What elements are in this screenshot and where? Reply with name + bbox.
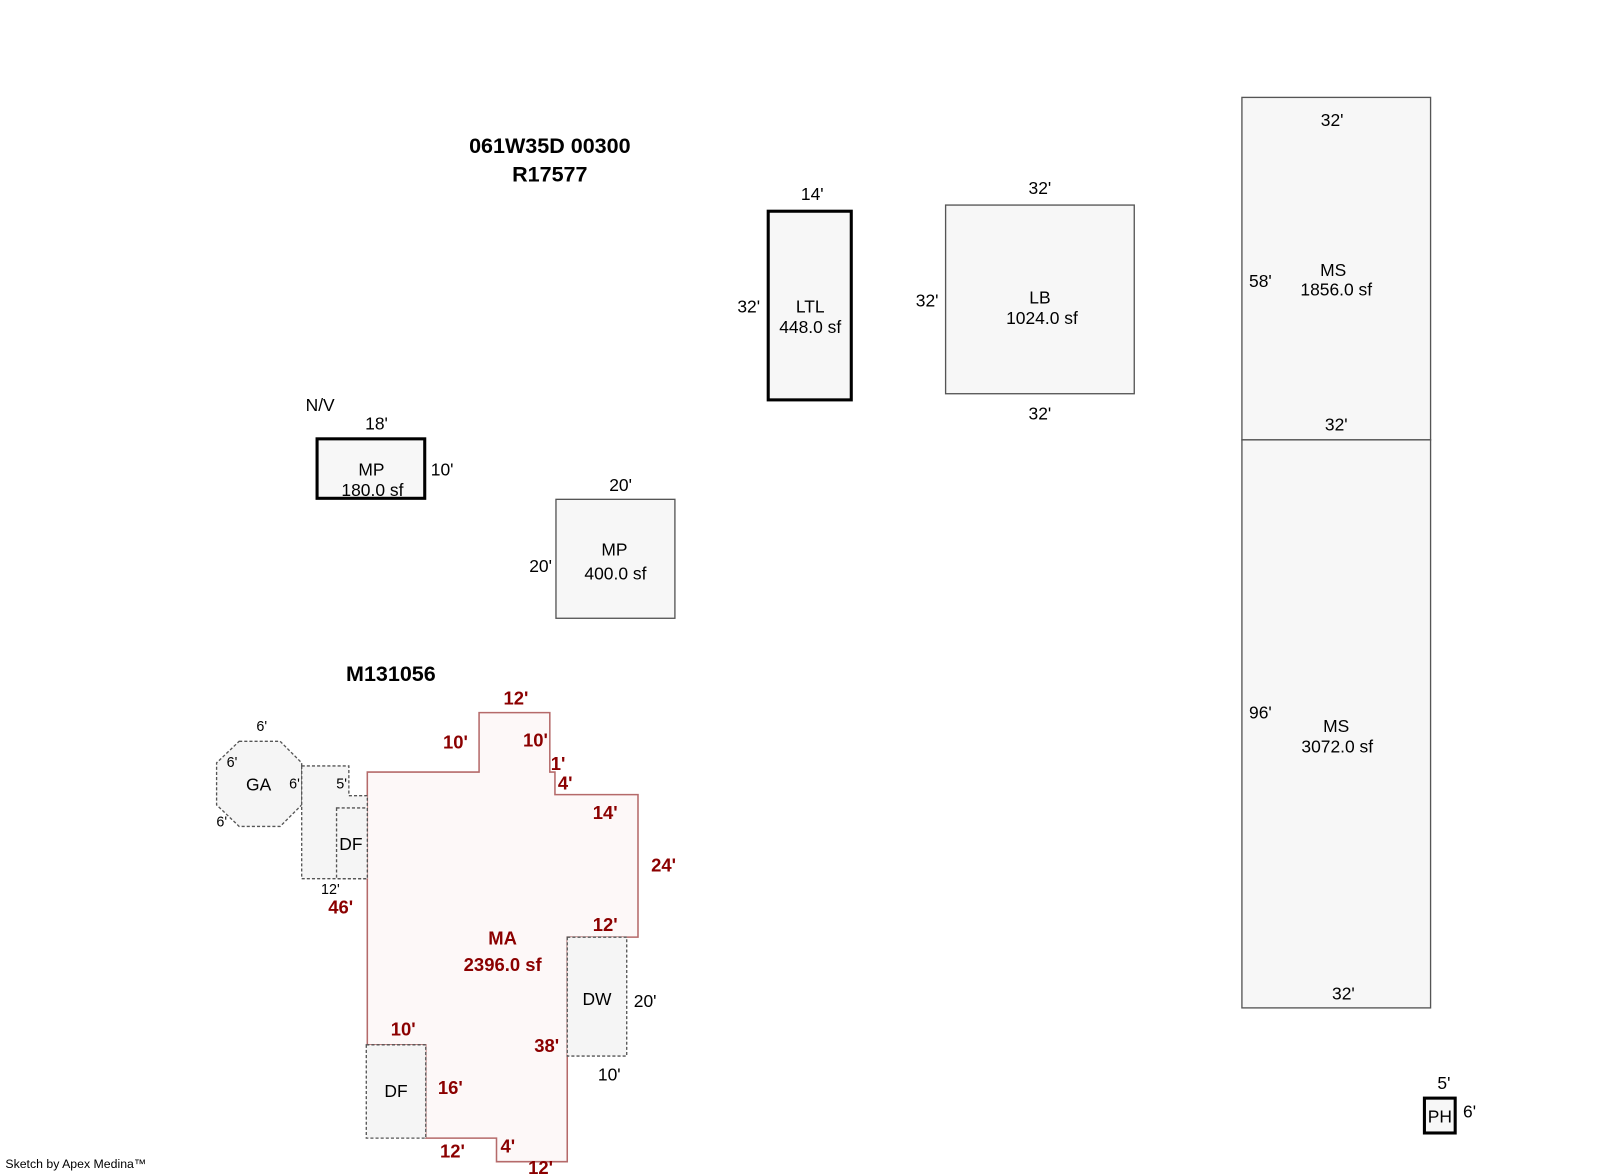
- svg-text:MA: MA: [488, 927, 517, 948]
- svg-text:6': 6': [216, 814, 227, 830]
- svg-text:96': 96': [1249, 703, 1272, 723]
- svg-text:5': 5': [336, 776, 347, 792]
- svg-text:LTL: LTL: [796, 297, 825, 317]
- sketch-credit: Sketch by Apex Medina™: [5, 1157, 146, 1171]
- svg-text:4': 4': [558, 773, 573, 794]
- svg-text:1024.0 sf: 1024.0 sf: [1006, 308, 1078, 328]
- svg-text:20': 20': [529, 556, 552, 576]
- svg-text:12': 12': [528, 1157, 553, 1174]
- structure-ms-lower: 96' 32' MS 3072.0 sf: [1241, 439, 1432, 1009]
- svg-text:14': 14': [801, 184, 824, 204]
- structure-mp-large: 20' 20' MP 400.0 sf: [529, 475, 676, 619]
- svg-text:N/V: N/V: [306, 395, 335, 415]
- svg-text:20': 20': [609, 475, 632, 495]
- svg-text:58': 58': [1249, 271, 1272, 291]
- svg-text:12': 12': [593, 914, 618, 935]
- structure-df-small: DF 5' 12': [301, 765, 368, 898]
- svg-text:6': 6': [289, 776, 300, 792]
- svg-text:1': 1': [551, 753, 566, 774]
- svg-text:MP: MP: [358, 460, 384, 480]
- svg-text:32': 32': [1325, 415, 1348, 435]
- structure-ms-upper: 32' 58' 32' MS 1856.0 sf: [1241, 96, 1432, 441]
- account-number: R17577: [512, 162, 587, 186]
- svg-text:12': 12': [321, 882, 340, 898]
- svg-text:MP: MP: [601, 540, 627, 560]
- svg-text:32': 32': [1321, 110, 1344, 130]
- svg-text:DW: DW: [582, 989, 612, 1009]
- svg-text:32': 32': [1332, 984, 1355, 1004]
- svg-text:10': 10': [443, 731, 468, 752]
- svg-text:10': 10': [598, 1065, 621, 1085]
- structure-lb: 32' 32' 32' LB 1024.0 sf: [916, 178, 1135, 423]
- svg-text:4': 4': [500, 1135, 515, 1156]
- svg-text:3072.0 sf: 3072.0 sf: [1301, 737, 1373, 757]
- svg-text:10': 10': [391, 1019, 416, 1040]
- svg-text:32': 32': [737, 297, 760, 317]
- parcel-id: 061W35D 00300: [469, 134, 631, 158]
- svg-text:32': 32': [916, 291, 939, 311]
- svg-text:MS: MS: [1323, 716, 1349, 736]
- svg-text:24': 24': [651, 855, 676, 876]
- svg-text:400.0 sf: 400.0 sf: [584, 563, 646, 583]
- svg-text:MS: MS: [1320, 260, 1346, 280]
- svg-text:LB: LB: [1029, 287, 1050, 307]
- structure-ga: GA 6' 6' 6' 6': [215, 719, 303, 830]
- svg-text:6': 6': [256, 719, 267, 735]
- structure-df-bottom: DF: [365, 1044, 427, 1139]
- svg-text:448.0 sf: 448.0 sf: [779, 317, 841, 337]
- svg-text:10': 10': [523, 729, 548, 750]
- card-id: M131056: [346, 662, 436, 686]
- svg-text:16': 16': [438, 1077, 463, 1098]
- svg-text:5': 5': [1437, 1073, 1450, 1093]
- svg-text:6': 6': [227, 755, 238, 771]
- svg-text:1856.0 sf: 1856.0 sf: [1300, 279, 1372, 299]
- svg-text:46': 46': [328, 897, 353, 918]
- svg-text:2396.0 sf: 2396.0 sf: [464, 954, 543, 975]
- svg-text:DF: DF: [339, 834, 362, 854]
- svg-text:18': 18': [365, 414, 388, 434]
- svg-text:38': 38': [534, 1035, 559, 1056]
- svg-text:12': 12': [504, 687, 529, 708]
- svg-text:6': 6': [1463, 1102, 1476, 1122]
- svg-text:32': 32': [1029, 403, 1052, 423]
- structure-mp-small: N/V 18' 10' MP 180.0 sf: [306, 395, 454, 500]
- svg-text:32': 32': [1029, 178, 1052, 198]
- svg-text:14': 14': [593, 802, 618, 823]
- svg-text:PH: PH: [1428, 1107, 1452, 1127]
- svg-text:DF: DF: [384, 1081, 407, 1101]
- svg-text:20': 20': [634, 991, 657, 1011]
- svg-text:GA: GA: [246, 775, 272, 795]
- structure-ph: 5' 6' PH: [1422, 1073, 1476, 1135]
- structure-dw: DW 20' 10': [566, 936, 657, 1085]
- svg-text:12': 12': [440, 1141, 465, 1162]
- structure-ltl: 14' 32' LTL 448.0 sf: [737, 184, 853, 402]
- svg-text:10': 10': [431, 460, 454, 480]
- structure-ma: MA 2396.0 sf 12' 10' 10' 1' 4' 14' 24' 1…: [328, 687, 676, 1174]
- svg-text:180.0 sf: 180.0 sf: [341, 480, 403, 500]
